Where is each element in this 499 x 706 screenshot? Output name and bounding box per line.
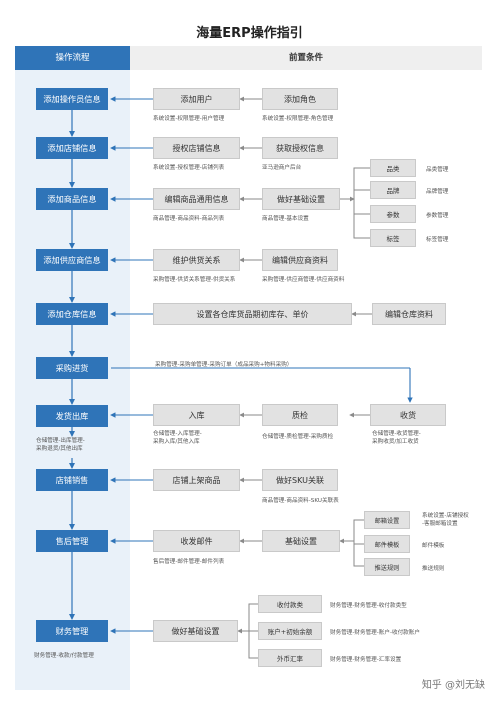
box-tags: 标签 (370, 229, 416, 247)
step-purchase[interactable]: 采购进货 (36, 357, 108, 379)
box-get-auth: 获取授权信息 (262, 137, 338, 159)
column-header-prerequisites: 前置条件 (130, 46, 482, 70)
caption-tags: 标签管理 (426, 237, 449, 243)
box-receive: 收货 (370, 404, 446, 426)
box-sku-link: 做好SKU关联 (262, 469, 338, 491)
caption-basic-settings-goods: 商品管理-基本设置 (262, 216, 309, 222)
caption-account-init: 财务管理-财务管理-账户-收付款账户 (330, 630, 420, 636)
step-add-shop[interactable]: 添加店铺信息 (36, 137, 108, 159)
caption-payment-type: 财务管理-财务管理-收付款类型 (330, 603, 407, 609)
caption-qc: 仓储管理-质检管理-采购质检 (262, 434, 334, 440)
caption-edit-goods: 商品管理-商品资料-商品列表 (153, 216, 225, 222)
step-add-warehouse[interactable]: 添加仓库信息 (36, 303, 108, 325)
box-basic-settings-after: 基础设置 (262, 530, 340, 552)
box-account-init: 账户+初始余额 (258, 622, 322, 640)
box-push-rules: 推送规则 (364, 558, 410, 576)
caption-auth-shop: 系统设置-授权管理-店铺列表 (153, 165, 225, 171)
step-note-shipping: 仓储管理-出库管理- 采购退货/其他出库 (36, 438, 85, 452)
column-header-process: 操作流程 (15, 46, 130, 70)
step-finance[interactable]: 财务管理 (36, 620, 108, 642)
watermark: 知乎 @刘无缺 (421, 680, 485, 691)
caption-purchase: 采购管理-采购单管理-采购订单（成品采购+物料采购） (155, 362, 293, 368)
box-warehouse-init: 设置各仓库货品期初库存、单价 (153, 303, 352, 325)
step-shop-sales[interactable]: 店铺销售 (36, 469, 108, 491)
step-note-finance: 财务管理-收款/付款管理 (34, 653, 94, 659)
step-add-goods[interactable]: 添加商品信息 (36, 188, 108, 210)
caption-push-rules: 推送规则 (422, 566, 445, 572)
caption-add-user: 系统设置-权限管理-用户管理 (153, 116, 225, 122)
step-after-sales[interactable]: 售后管理 (36, 530, 108, 552)
box-shop-listing: 店铺上架商品 (153, 469, 240, 491)
caption-inbound: 仓储管理-入库管理- 采购入库/其他入库 (153, 431, 202, 445)
box-edit-goods: 编辑商品通用信息 (153, 188, 240, 210)
caption-add-role: 系统设置-权限管理-角色管理 (262, 116, 334, 122)
step-add-supplier[interactable]: 添加供应商信息 (36, 249, 108, 271)
box-auth-shop: 授权店铺信息 (153, 137, 240, 159)
caption-supplier-relation: 采购管理-供货关系管理-供货关系 (153, 277, 236, 283)
step-shipping[interactable]: 发货出库 (36, 405, 108, 427)
caption-get-auth: 亚马逊商户后台 (262, 165, 302, 171)
caption-edit-supplier: 采购管理-供应商管理-供应商资料 (262, 277, 345, 283)
caption-return-mail: 售后管理-邮件管理-邮件列表 (153, 559, 225, 565)
caption-category: 品类管理 (426, 167, 449, 173)
box-inbound: 入库 (153, 404, 240, 426)
box-supplier-relation: 维护供货关系 (153, 249, 240, 271)
caption-mailbox-settings: 系统设置-店铺授权 -客服邮箱设置 (422, 513, 469, 527)
box-return-mail: 收发邮件 (153, 530, 240, 552)
step-add-operator[interactable]: 添加操作员信息 (36, 88, 108, 110)
box-brand: 品牌 (370, 181, 416, 199)
box-add-user: 添加用户 (153, 88, 240, 110)
box-edit-warehouse: 编辑仓库资料 (372, 303, 446, 325)
caption-sku-link: 商品管理-商品资料-SKU关联表 (262, 498, 339, 504)
box-basic-settings-goods: 做好基础设置 (262, 188, 340, 210)
box-fx-rate: 外币汇率 (258, 649, 322, 667)
box-params: 参数 (370, 205, 416, 223)
box-add-role: 添加角色 (262, 88, 338, 110)
caption-brand: 品牌管理 (426, 189, 449, 195)
box-mailbox-settings: 邮箱设置 (364, 511, 410, 529)
caption-fx-rate: 财务管理-财务管理-汇率设置 (330, 657, 402, 663)
box-qc: 质检 (262, 404, 338, 426)
caption-receive: 仓储管理-收货管理- 采购收货/加工收货 (372, 431, 421, 445)
caption-mail-template: 邮件模板 (422, 543, 445, 549)
box-mail-template: 邮件模板 (364, 535, 410, 553)
caption-params: 参数管理 (426, 213, 449, 219)
box-payment-type: 收付款类 (258, 595, 322, 613)
box-finance-basic: 做好基础设置 (153, 620, 238, 642)
page-title: 海量ERP操作指引 (196, 26, 303, 41)
box-category: 品类 (370, 159, 416, 177)
box-edit-supplier: 编辑供应商资料 (262, 249, 338, 271)
